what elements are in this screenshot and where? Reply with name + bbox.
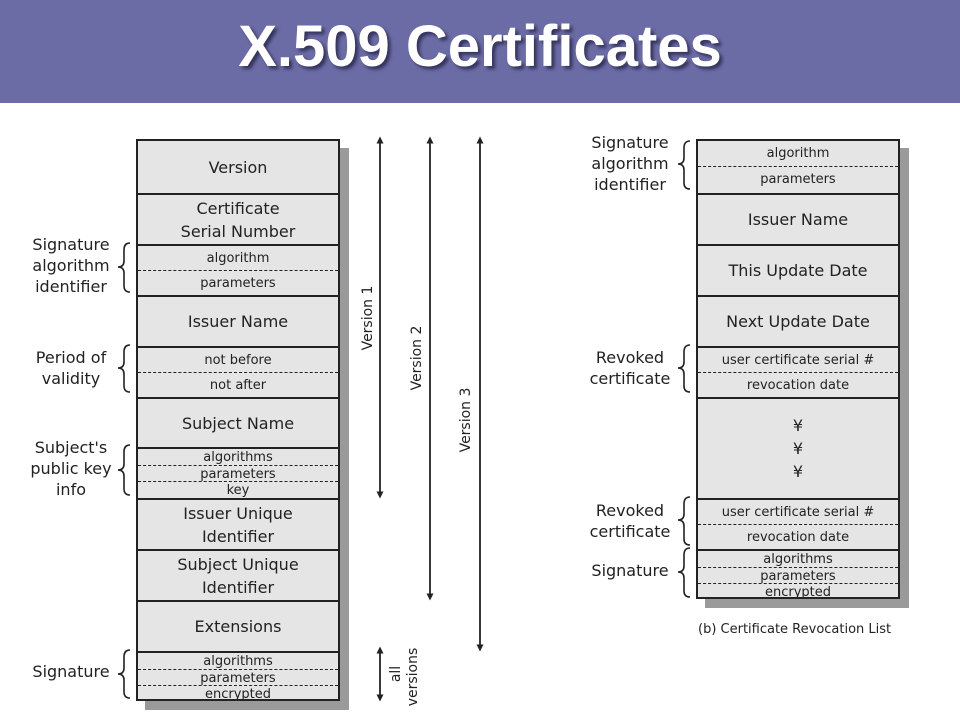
algorithm-subfield: algorithm [206,250,270,266]
version-1-label: Version 1 [360,286,376,351]
revoked-certificate-field: user certificate serial # revocation dat… [698,498,898,549]
signature-field: algorithms parameters encrypted [138,651,338,702]
user-certificate-serial-subfield: user certificate serial # [721,504,875,520]
key-subfield: key [138,481,338,499]
parameters-subfield: parameters [698,166,898,192]
ellipsis-mark: ¥ [792,462,804,481]
brace-validity [117,344,131,393]
validity-field: not before not after [138,346,338,397]
next-update-date-field: Next Update Date [698,295,898,346]
brace-signature [117,649,131,699]
version-3-label: Version 3 [458,388,474,453]
revoked-certificate-label: Revoked certificate [589,348,671,388]
signature-label: Signature [32,662,110,681]
algorithm-subfield: algorithm [766,146,830,161]
signature-algorithm-identifier-label: Signature algorithm identifier [32,235,110,296]
revoked-certificate-field: user certificate serial # revocation dat… [698,346,898,397]
revoked-certificate-label: Revoked certificate [589,501,671,541]
brace-revoked-certificate [677,344,691,393]
ellipsis-mark: ¥ [792,439,804,458]
all-versions-label-2: versions [405,648,421,707]
algorithms-subfield: algorithms [203,449,273,465]
signature-field: algorithms parameters encrypted [698,549,898,600]
issuer-name-field: Issuer Name [698,193,898,244]
brace-signature-algorithm [117,242,131,293]
issuer-name-field: Issuer Name [138,295,338,346]
period-of-validity-label: Period of validity [35,348,107,388]
parameters-subfield: parameters [698,567,898,584]
title-banner [0,0,960,103]
version-field: Version [208,157,268,177]
brace-crl-signature [677,547,691,598]
encrypted-subfield: encrypted [138,685,338,702]
signature-algorithm-field: algorithm parameters [138,244,338,295]
crl-signature-algorithm-identifier-label: Signature algorithm identifier [591,133,669,194]
ellipsis-mark: ¥ [792,416,804,435]
serial-number-field: Certificate Serial Number [138,193,338,244]
signature-algorithm-field: algorithm parameters [698,141,898,193]
brace-public-key-info [117,444,131,496]
this-update-date-field: This Update Date [698,244,898,295]
user-certificate-serial-subfield: user certificate serial # [721,352,875,368]
parameters-subfield: parameters [138,270,338,296]
issuer-unique-identifier-field: Issuer Unique Identifier [138,498,338,549]
certificate-structure: Version Certificate Serial Number algori… [136,139,340,702]
revocation-date-subfield: revocation date [698,524,898,550]
crl-structure: algorithm parameters Issuer Name This Up… [696,139,900,600]
revocation-date-subfield: revocation date [698,372,898,398]
ellipsis-field: ¥ ¥ ¥ [698,397,898,498]
page-title: X.509 Certificates [238,14,722,79]
not-before-subfield: not before [204,352,272,368]
encrypted-subfield: encrypted [698,583,898,600]
parameters-subfield: parameters [138,465,338,482]
public-key-info-field: algorithms parameters key [138,447,338,498]
crl-caption: (b) Certificate Revocation List [698,622,892,637]
all-versions-label-1: all [388,666,404,682]
crl-signature-label: Signature [591,561,669,580]
algorithms-subfield: algorithms [203,653,273,669]
extensions-field: Extensions [138,600,338,651]
not-after-subfield: not after [138,372,338,398]
brace-crl-signature-algorithm [677,140,691,190]
parameters-subfield: parameters [138,669,338,686]
subject-name-field: Subject Name [138,397,338,447]
brace-revoked-certificate [677,496,691,546]
algorithms-subfield: algorithms [763,551,833,567]
public-key-info-label: Subject's public key info [30,438,112,499]
version-2-label: Version 2 [409,326,425,391]
subject-unique-identifier-field: Subject Unique Identifier [138,549,338,600]
